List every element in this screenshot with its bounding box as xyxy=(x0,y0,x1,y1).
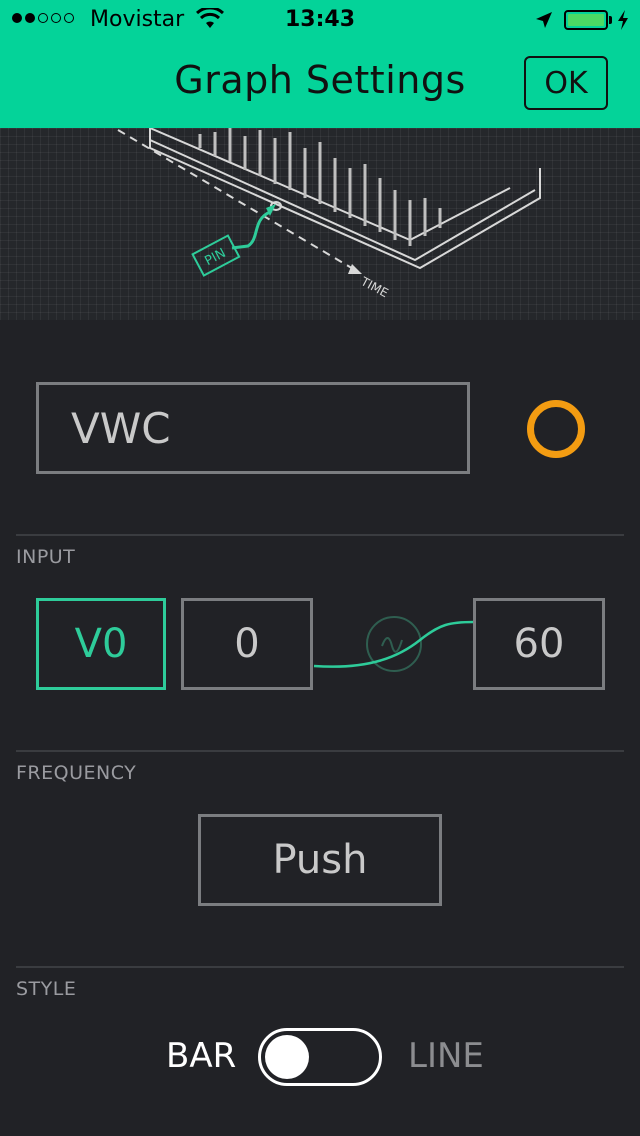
toggle-knob xyxy=(265,1035,309,1079)
time-axis-label: TIME xyxy=(358,274,391,300)
frequency-section-label: FREQUENCY xyxy=(16,762,137,784)
device-graph-illustration: TIME PIN xyxy=(117,128,541,300)
ok-button[interactable]: OK xyxy=(524,56,608,110)
clock-time: 13:43 xyxy=(284,7,356,32)
color-picker-button[interactable] xyxy=(527,400,585,458)
style-option-bar[interactable]: BAR xyxy=(166,1036,237,1076)
graph-illustration: TIME PIN xyxy=(0,128,640,320)
pin-select-button[interactable]: V0 xyxy=(36,598,166,690)
status-bar: Movistar 13:43 xyxy=(0,0,640,40)
mapping-curve-icon xyxy=(313,616,475,672)
page-title: Graph Settings xyxy=(174,58,466,102)
carrier-name: Movistar xyxy=(90,7,185,32)
min-value-input[interactable]: 0 xyxy=(181,598,313,690)
max-value-input[interactable]: 60 xyxy=(473,598,605,690)
signal-strength-icon xyxy=(12,13,74,23)
battery-icon xyxy=(564,10,608,30)
divider xyxy=(16,750,624,752)
style-toggle-switch[interactable] xyxy=(258,1028,382,1086)
style-section-label: STYLE xyxy=(16,978,77,1000)
header-bar: Movistar 13:43 Graph Settings OK xyxy=(0,0,640,128)
charging-bolt-icon xyxy=(618,10,628,30)
frequency-select-button[interactable]: Push xyxy=(198,814,442,906)
wifi-icon xyxy=(196,8,224,28)
input-section-label: INPUT xyxy=(16,546,76,568)
graph-name-input[interactable]: VWC xyxy=(36,382,470,474)
divider xyxy=(16,534,624,536)
location-arrow-icon xyxy=(536,12,552,28)
divider xyxy=(16,966,624,968)
style-option-line[interactable]: LINE xyxy=(408,1036,484,1076)
